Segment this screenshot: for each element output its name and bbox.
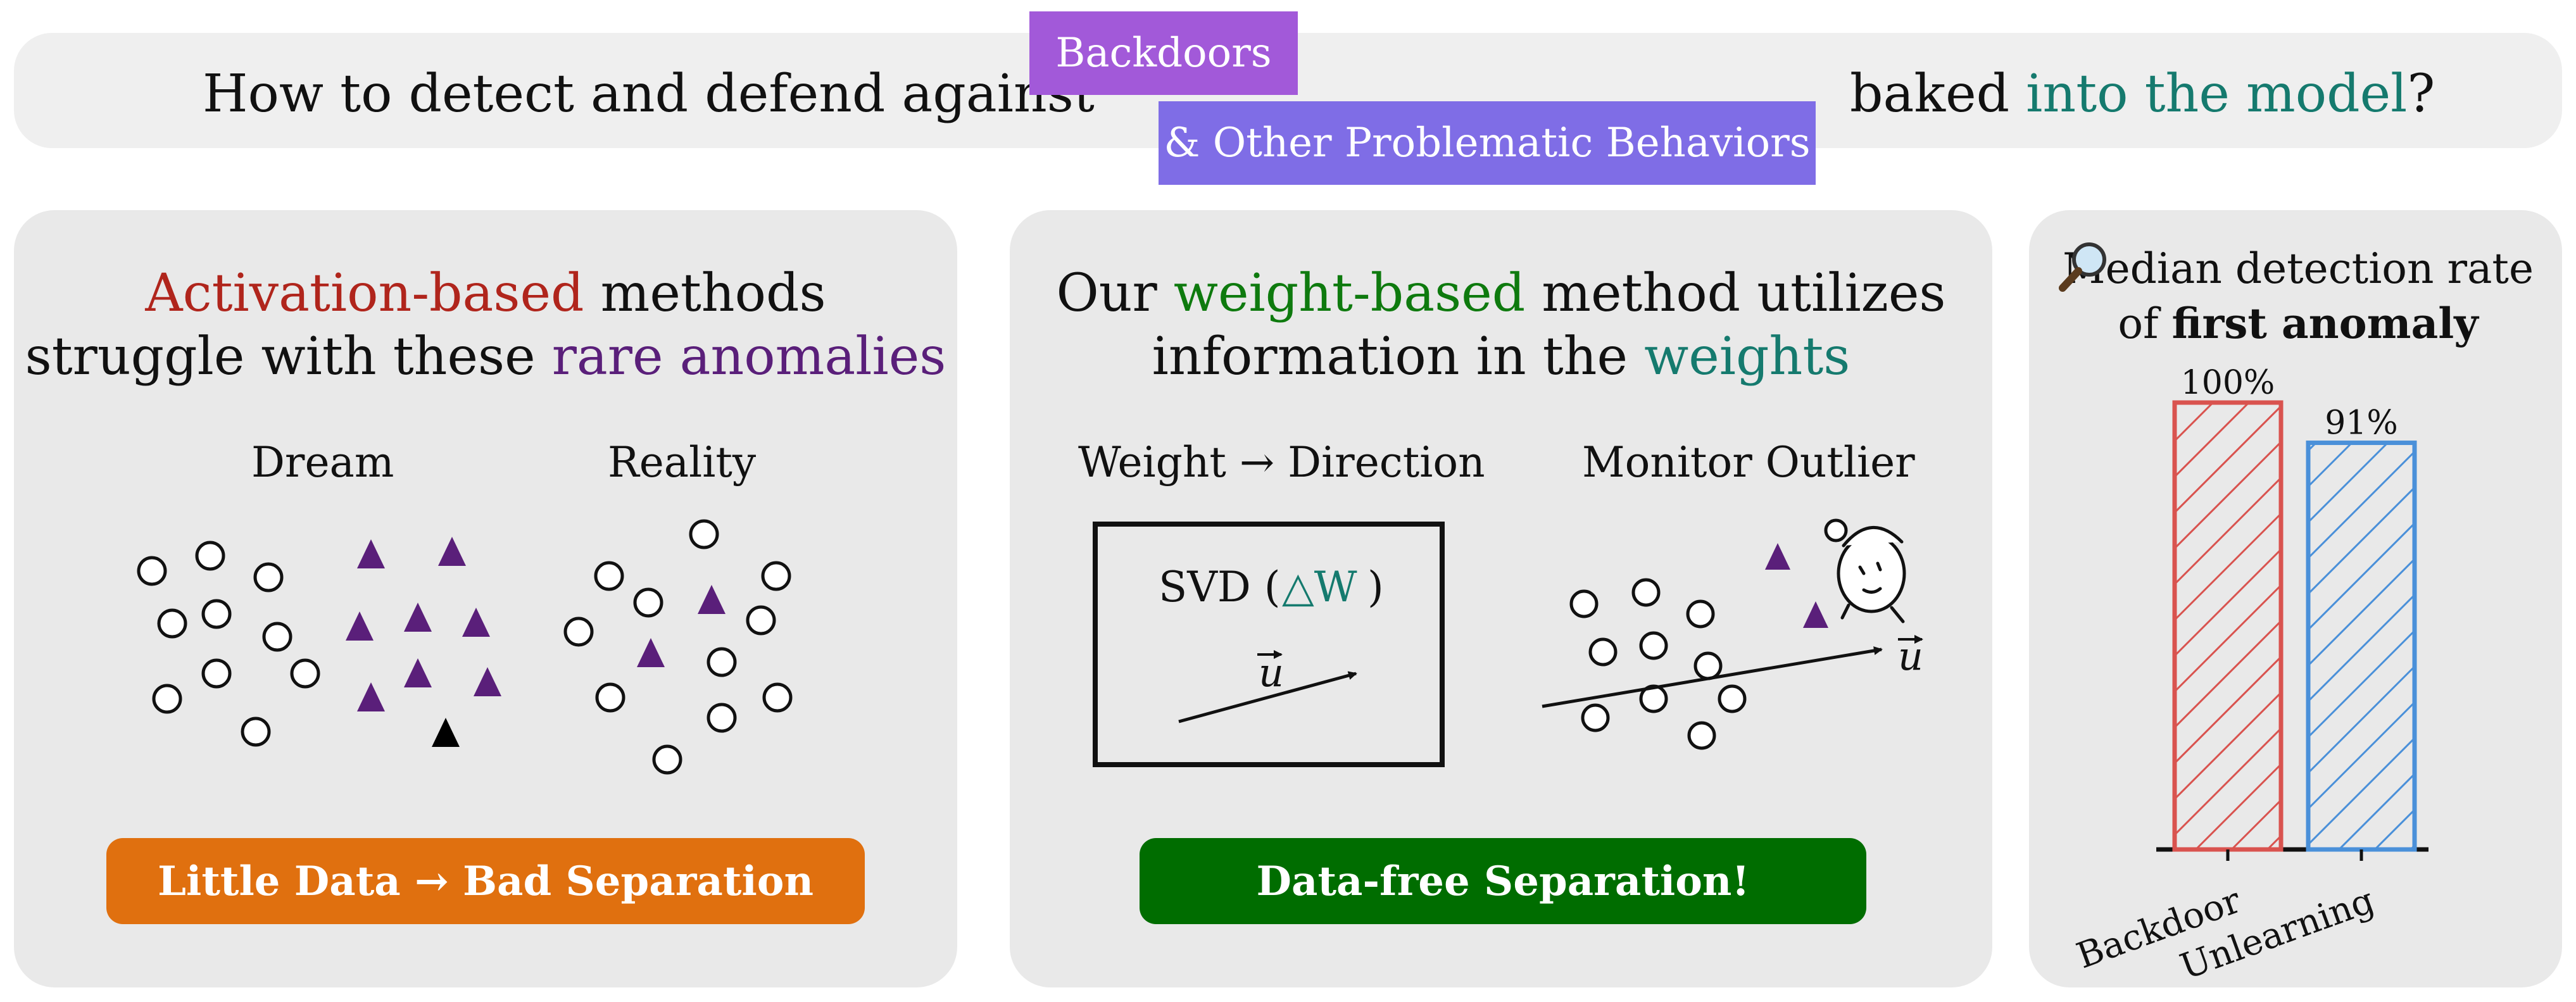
anomaly-triangle (404, 603, 432, 632)
backdoors-tag: Backdoors (1029, 11, 1298, 95)
bad-separation-label: Little Data → Bad Separation (106, 838, 865, 924)
monitor-point (1686, 599, 1715, 629)
reality-anomaly-triangle (698, 585, 726, 614)
monitor-point (1718, 684, 1747, 713)
dream-anomalies (346, 537, 501, 747)
monitor-point (1639, 631, 1668, 660)
reality-point (652, 744, 682, 775)
monitor-point (1631, 578, 1661, 607)
reality-point (746, 605, 776, 636)
activation-heading-rest: methods (584, 263, 826, 323)
reality-point (761, 561, 791, 591)
monitor-point (1569, 589, 1599, 618)
dream-point (137, 556, 167, 586)
weight-heading-rest: method utilizes (1525, 263, 1946, 323)
bar-unlearning (2306, 441, 2417, 852)
monitor-point (1687, 721, 1716, 750)
anomaly-triangle (357, 539, 385, 568)
value-label: 100% (2181, 364, 2275, 402)
chart-panel (2029, 210, 2562, 987)
monitor-anomaly-triangle (1765, 543, 1790, 570)
magnifier-icon (2059, 242, 2106, 292)
dream-point (201, 599, 232, 629)
monitor-anomaly-triangle (1803, 601, 1828, 628)
monitor-point (1588, 637, 1618, 667)
chart-title-bold: first anomaly (2171, 299, 2479, 348)
dream-point (201, 658, 232, 689)
monitor-outlier-label: Monitor Outlier (1582, 438, 1915, 487)
dream-point (241, 717, 271, 747)
activation-heading: Activation-based methods struggle with t… (14, 262, 957, 389)
reality-point (563, 617, 594, 647)
question-suffix-plain: baked (1850, 64, 2010, 124)
question-prefix: How to detect and defend against (203, 64, 1095, 124)
chart-title-line1: Median detection rate (2062, 244, 2534, 293)
question-suffix: baked into the model? (1850, 68, 2435, 120)
bar-backdoor (2172, 400, 2284, 852)
chart-title: Median detection rate of first anomaly (2058, 242, 2539, 351)
question-mark: ? (2407, 64, 2435, 124)
anomaly-triangle-black (432, 718, 460, 747)
weight-heading-start: Our (1056, 263, 1174, 323)
anomaly-triangle (357, 682, 385, 711)
reality-point (689, 519, 719, 549)
dream-point (253, 562, 284, 592)
reality-point (762, 682, 793, 713)
dream-point (290, 658, 320, 689)
anomaly-triangle (346, 611, 374, 641)
value-label: 91% (2325, 404, 2398, 442)
reality-scatter (563, 519, 793, 775)
reality-point (707, 703, 737, 733)
data-free-separation-label: Data-free Separation! (1140, 838, 1866, 924)
monitor-direction-arrow (1542, 646, 1883, 708)
reality-point (707, 647, 737, 677)
anomaly-triangle (404, 658, 432, 687)
svd-direction-arrow (1178, 671, 1357, 723)
monitor-anomalies (1765, 543, 1828, 628)
weight-line2-start: information in the (1152, 327, 1645, 387)
dream-label: Dream (251, 438, 394, 487)
dream-point (195, 541, 225, 571)
anomaly-triangle (462, 608, 490, 637)
bars-group: 100% 91% (2172, 364, 2417, 852)
anomaly-triangle (438, 537, 466, 566)
other-behaviors-tag: & Other Problematic Behaviors (1159, 101, 1816, 185)
monitor-point (1581, 703, 1610, 732)
svd-label: SVD ( (1159, 563, 1281, 611)
monitor-scatter (1569, 578, 1747, 750)
anomaly-triangle (474, 667, 501, 696)
question-suffix-highlight: into the model (2026, 64, 2408, 124)
svd-delta: △W (1282, 563, 1357, 611)
svd-close: ) (1367, 563, 1384, 611)
reality-point (633, 587, 663, 618)
reality-point (594, 561, 624, 591)
chart-title-line2-start: of (2118, 299, 2172, 348)
dream-scatter (137, 541, 320, 747)
dream-point (157, 608, 187, 639)
dream-point (152, 684, 182, 714)
weights-highlight: weights (1644, 327, 1850, 387)
svd-box: SVD ( △W ) u (1093, 522, 1445, 767)
activation-line2-start: struggle with these (25, 327, 552, 387)
weight-based-highlight: weight-based (1173, 263, 1526, 323)
monitor-point (1693, 651, 1723, 680)
reality-anomalies (637, 585, 726, 667)
weight-heading: Our weight-based method utilizes informa… (1010, 262, 1992, 389)
activation-highlight: Activation-based (145, 263, 584, 323)
dream-point (262, 622, 292, 652)
svd-vector-label: u (1259, 649, 1284, 696)
reality-point (595, 682, 625, 713)
detective-icon (1824, 518, 1906, 623)
rare-anomalies-highlight: rare anomalies (551, 327, 946, 387)
reality-anomaly-triangle (637, 638, 665, 667)
reality-label: Reality (608, 438, 757, 487)
weight-direction-label: Weight → Direction (1078, 438, 1485, 487)
